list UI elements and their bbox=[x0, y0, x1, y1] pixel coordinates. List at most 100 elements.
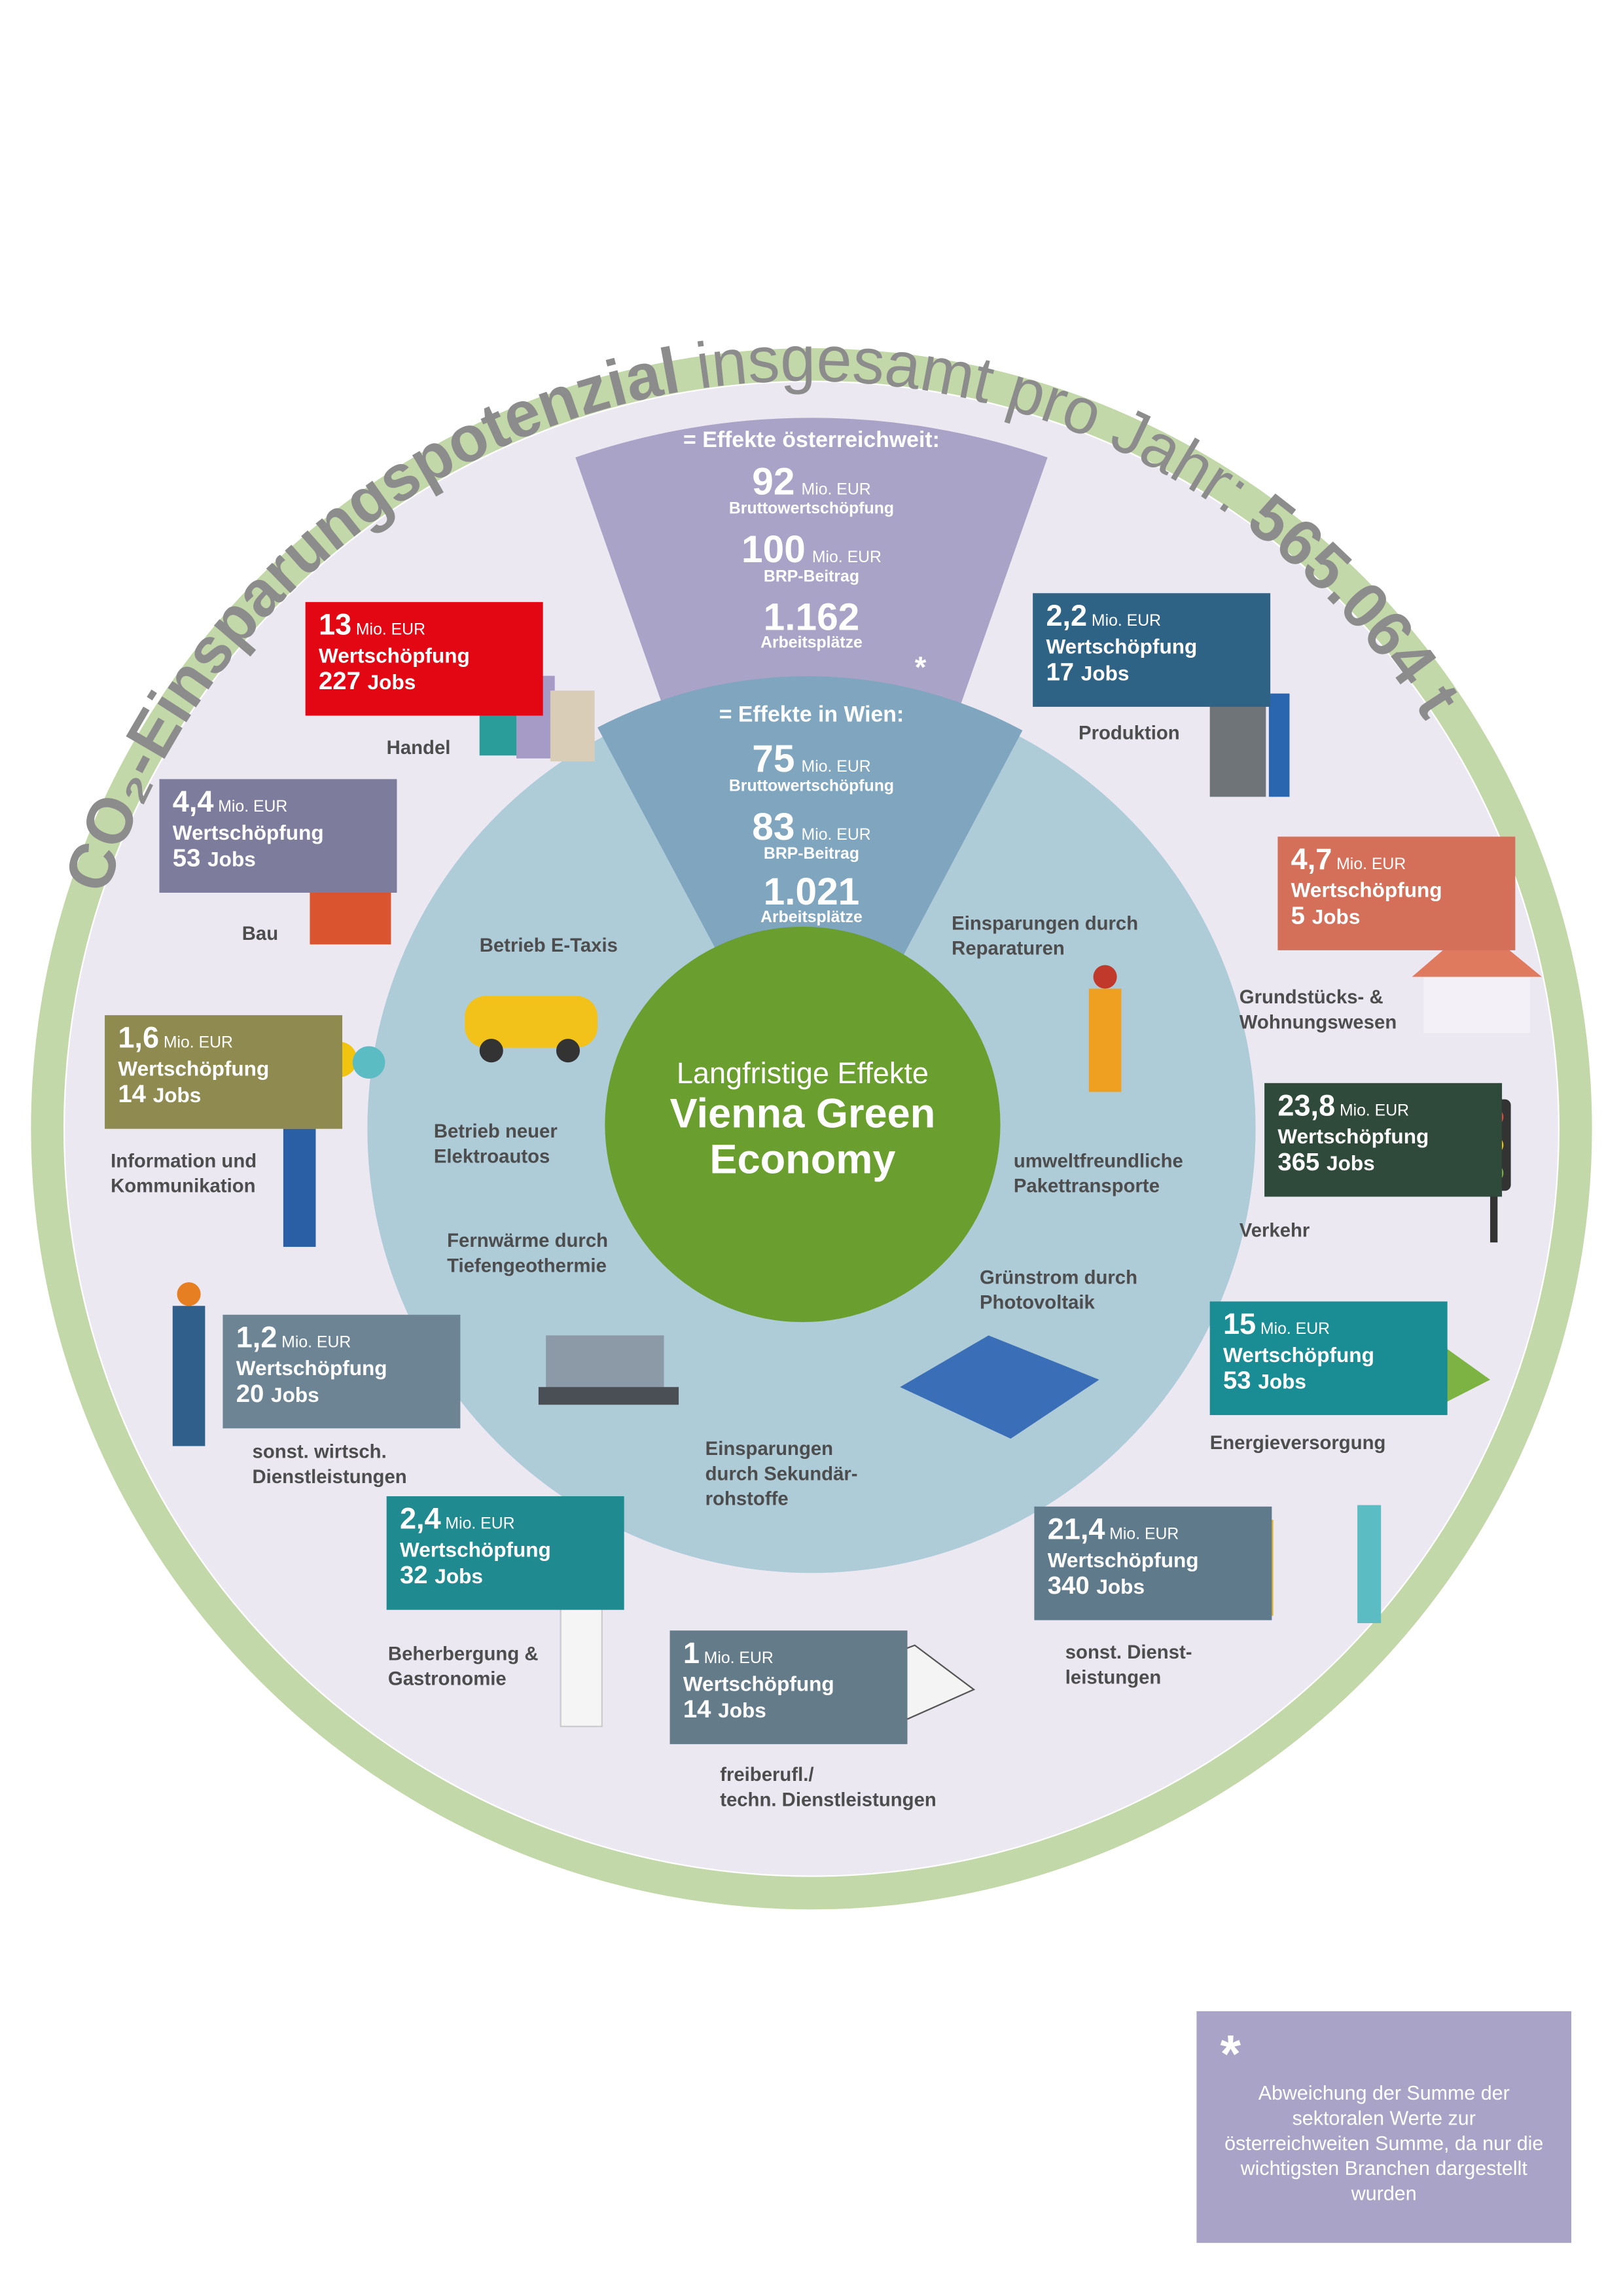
vienna-bws-unit: Mio. EUR bbox=[801, 758, 871, 776]
vienna-brp-value: 83 bbox=[752, 804, 795, 849]
vienna-brp-unit: Mio. EUR bbox=[801, 826, 871, 844]
sector-jobs: 227 bbox=[318, 667, 361, 696]
vienna-jobs-value: 1.021 bbox=[763, 869, 860, 914]
sector-jobs: 14 bbox=[683, 1695, 711, 1724]
sector-unit: Mio. EUR bbox=[281, 1334, 351, 1352]
sector-name: Produktion bbox=[1079, 721, 1180, 744]
measure-label: Einsparungen durch Reparaturen bbox=[952, 912, 1139, 960]
outer-ring bbox=[31, 348, 1592, 1910]
footnote-text: Abweichung der Summe der sektoralen Wert… bbox=[1224, 2082, 1544, 2204]
sector-unit: Mio. EUR bbox=[1260, 1320, 1330, 1338]
sector-unit: Mio. EUR bbox=[163, 1034, 233, 1052]
sector-name: Bau bbox=[241, 922, 279, 944]
brick-wall-illustration bbox=[310, 888, 391, 944]
sector-metric-label: Wertschöpfung bbox=[399, 1537, 551, 1562]
center-title-line1: Vienna Green bbox=[669, 1090, 936, 1136]
sector-unit: Mio. EUR bbox=[1336, 855, 1406, 874]
sector-value: 2,4 bbox=[399, 1503, 441, 1536]
sector-value: 4,4 bbox=[172, 786, 214, 819]
sector-name: Energieversorgung bbox=[1209, 1431, 1386, 1454]
measure-label: Grünstrom durch Photovoltaik bbox=[979, 1266, 1138, 1314]
center-title-line2: Economy bbox=[709, 1136, 896, 1182]
solar-panels-illustration bbox=[900, 1335, 1099, 1439]
vienna-jobs-label: Arbeitsplätze bbox=[760, 908, 863, 927]
mechanic-illustration bbox=[1088, 965, 1122, 1092]
sector-jobs-label: Jobs bbox=[152, 1083, 202, 1107]
sector-metric-label: Wertschöpfung bbox=[172, 820, 324, 844]
vienna-brp-label: BRP-Beitrag bbox=[763, 845, 859, 863]
sector-metric-label: Wertschöpfung bbox=[683, 1672, 834, 1696]
vienna-heading: = Effekte in Wien: bbox=[719, 702, 904, 728]
sector-name: Information und Kommunikation bbox=[111, 1149, 257, 1197]
austria-jobs-label: Arbeitsplätze bbox=[760, 634, 863, 653]
measure-label: Einsparungen durch Sekundär- rohstoffe bbox=[705, 1437, 858, 1509]
vienna-bws-value: 75 bbox=[752, 736, 795, 781]
sector-jobs: 53 bbox=[1222, 1366, 1251, 1395]
sector-name: Verkehr bbox=[1239, 1219, 1310, 1242]
sector-metric-label: Wertschöpfung bbox=[1046, 634, 1198, 658]
sector-metric-label: Wertschöpfung bbox=[118, 1056, 270, 1081]
austria-bws-value: 92 bbox=[752, 459, 795, 503]
center-title: Langfristige Effekte Vienna Green Econom… bbox=[607, 928, 999, 1321]
sector-jobs-label: Jobs bbox=[207, 847, 256, 871]
worker-woman-illustration bbox=[172, 1282, 205, 1446]
sector-value: 1,6 bbox=[118, 1022, 160, 1055]
measure-label: umweltfreundliche Pakettransporte bbox=[1013, 1149, 1183, 1197]
sector-unit: Mio. EUR bbox=[445, 1515, 515, 1534]
sector-jobs: 5 bbox=[1291, 901, 1306, 930]
sector-value: 4,7 bbox=[1291, 844, 1332, 877]
asterisk-marker: * bbox=[914, 652, 927, 685]
sector-name: Grundstücks- & Wohnungswesen bbox=[1239, 986, 1397, 1033]
sector-unit: Mio. EUR bbox=[1339, 1102, 1410, 1121]
austria-jobs-value: 1.162 bbox=[763, 594, 860, 639]
sector-value: 15 bbox=[1222, 1308, 1257, 1342]
sector-jobs: 32 bbox=[399, 1561, 428, 1590]
sector-jobs: 340 bbox=[1047, 1571, 1090, 1600]
measure-label: Fernwärme durch Tiefengeothermie bbox=[447, 1229, 609, 1276]
sector-name: Beherbergung & Gastronomie bbox=[387, 1642, 539, 1690]
sector-jobs-label: Jobs bbox=[367, 670, 416, 694]
austria-bws-unit: Mio. EUR bbox=[801, 480, 871, 499]
sector-jobs-label: Jobs bbox=[1327, 1151, 1375, 1175]
sector-metric-label: Wertschöpfung bbox=[1291, 878, 1442, 902]
vienna-effects: = Effekte in Wien: 75 Mio. EUR Bruttower… bbox=[620, 702, 1003, 927]
measure-label: Betrieb neuer Elektroautos bbox=[433, 1120, 558, 1168]
sector-metric-label: Wertschöpfung bbox=[236, 1355, 387, 1380]
vienna-bws-label: Bruttowertschöpfung bbox=[728, 778, 895, 796]
sector-jobs: 14 bbox=[118, 1080, 147, 1109]
measure-label: Betrieb E-Taxis bbox=[479, 934, 618, 956]
sector-unit: Mio. EUR bbox=[704, 1649, 774, 1668]
vienna-wedge bbox=[597, 676, 1023, 1129]
sector-name: freiberufl./ techn. Dienstleistungen bbox=[720, 1763, 936, 1811]
austria-heading: = Effekte österreichweit: bbox=[683, 427, 940, 454]
austria-brp-unit: Mio. EUR bbox=[812, 548, 882, 567]
sector-jobs-label: Jobs bbox=[1096, 1574, 1145, 1598]
sector-value: 13 bbox=[318, 609, 352, 642]
sector-jobs-label: Jobs bbox=[1311, 905, 1361, 929]
sector-value: 21,4 bbox=[1047, 1514, 1105, 1547]
center-circle bbox=[605, 926, 1001, 1323]
sector-name: sonst. wirtsch. Dienstleistungen bbox=[252, 1440, 407, 1488]
asterisk-icon: * bbox=[1220, 2022, 1241, 2084]
taxi-illustration bbox=[465, 996, 598, 1063]
sector-jobs-label: Jobs bbox=[1080, 661, 1130, 685]
megaphone-man-illustration bbox=[283, 1041, 385, 1247]
sector-jobs-label: Jobs bbox=[271, 1382, 319, 1407]
austria-brp-value: 100 bbox=[741, 526, 806, 571]
sector-unit: Mio. EUR bbox=[218, 798, 288, 816]
sector-jobs-label: Jobs bbox=[435, 1564, 483, 1588]
austria-effects: = Effekte österreichweit: 92 Mio. EUR Br… bbox=[620, 428, 1003, 653]
sector-value: 23,8 bbox=[1277, 1090, 1336, 1123]
sector-jobs: 53 bbox=[172, 844, 201, 872]
